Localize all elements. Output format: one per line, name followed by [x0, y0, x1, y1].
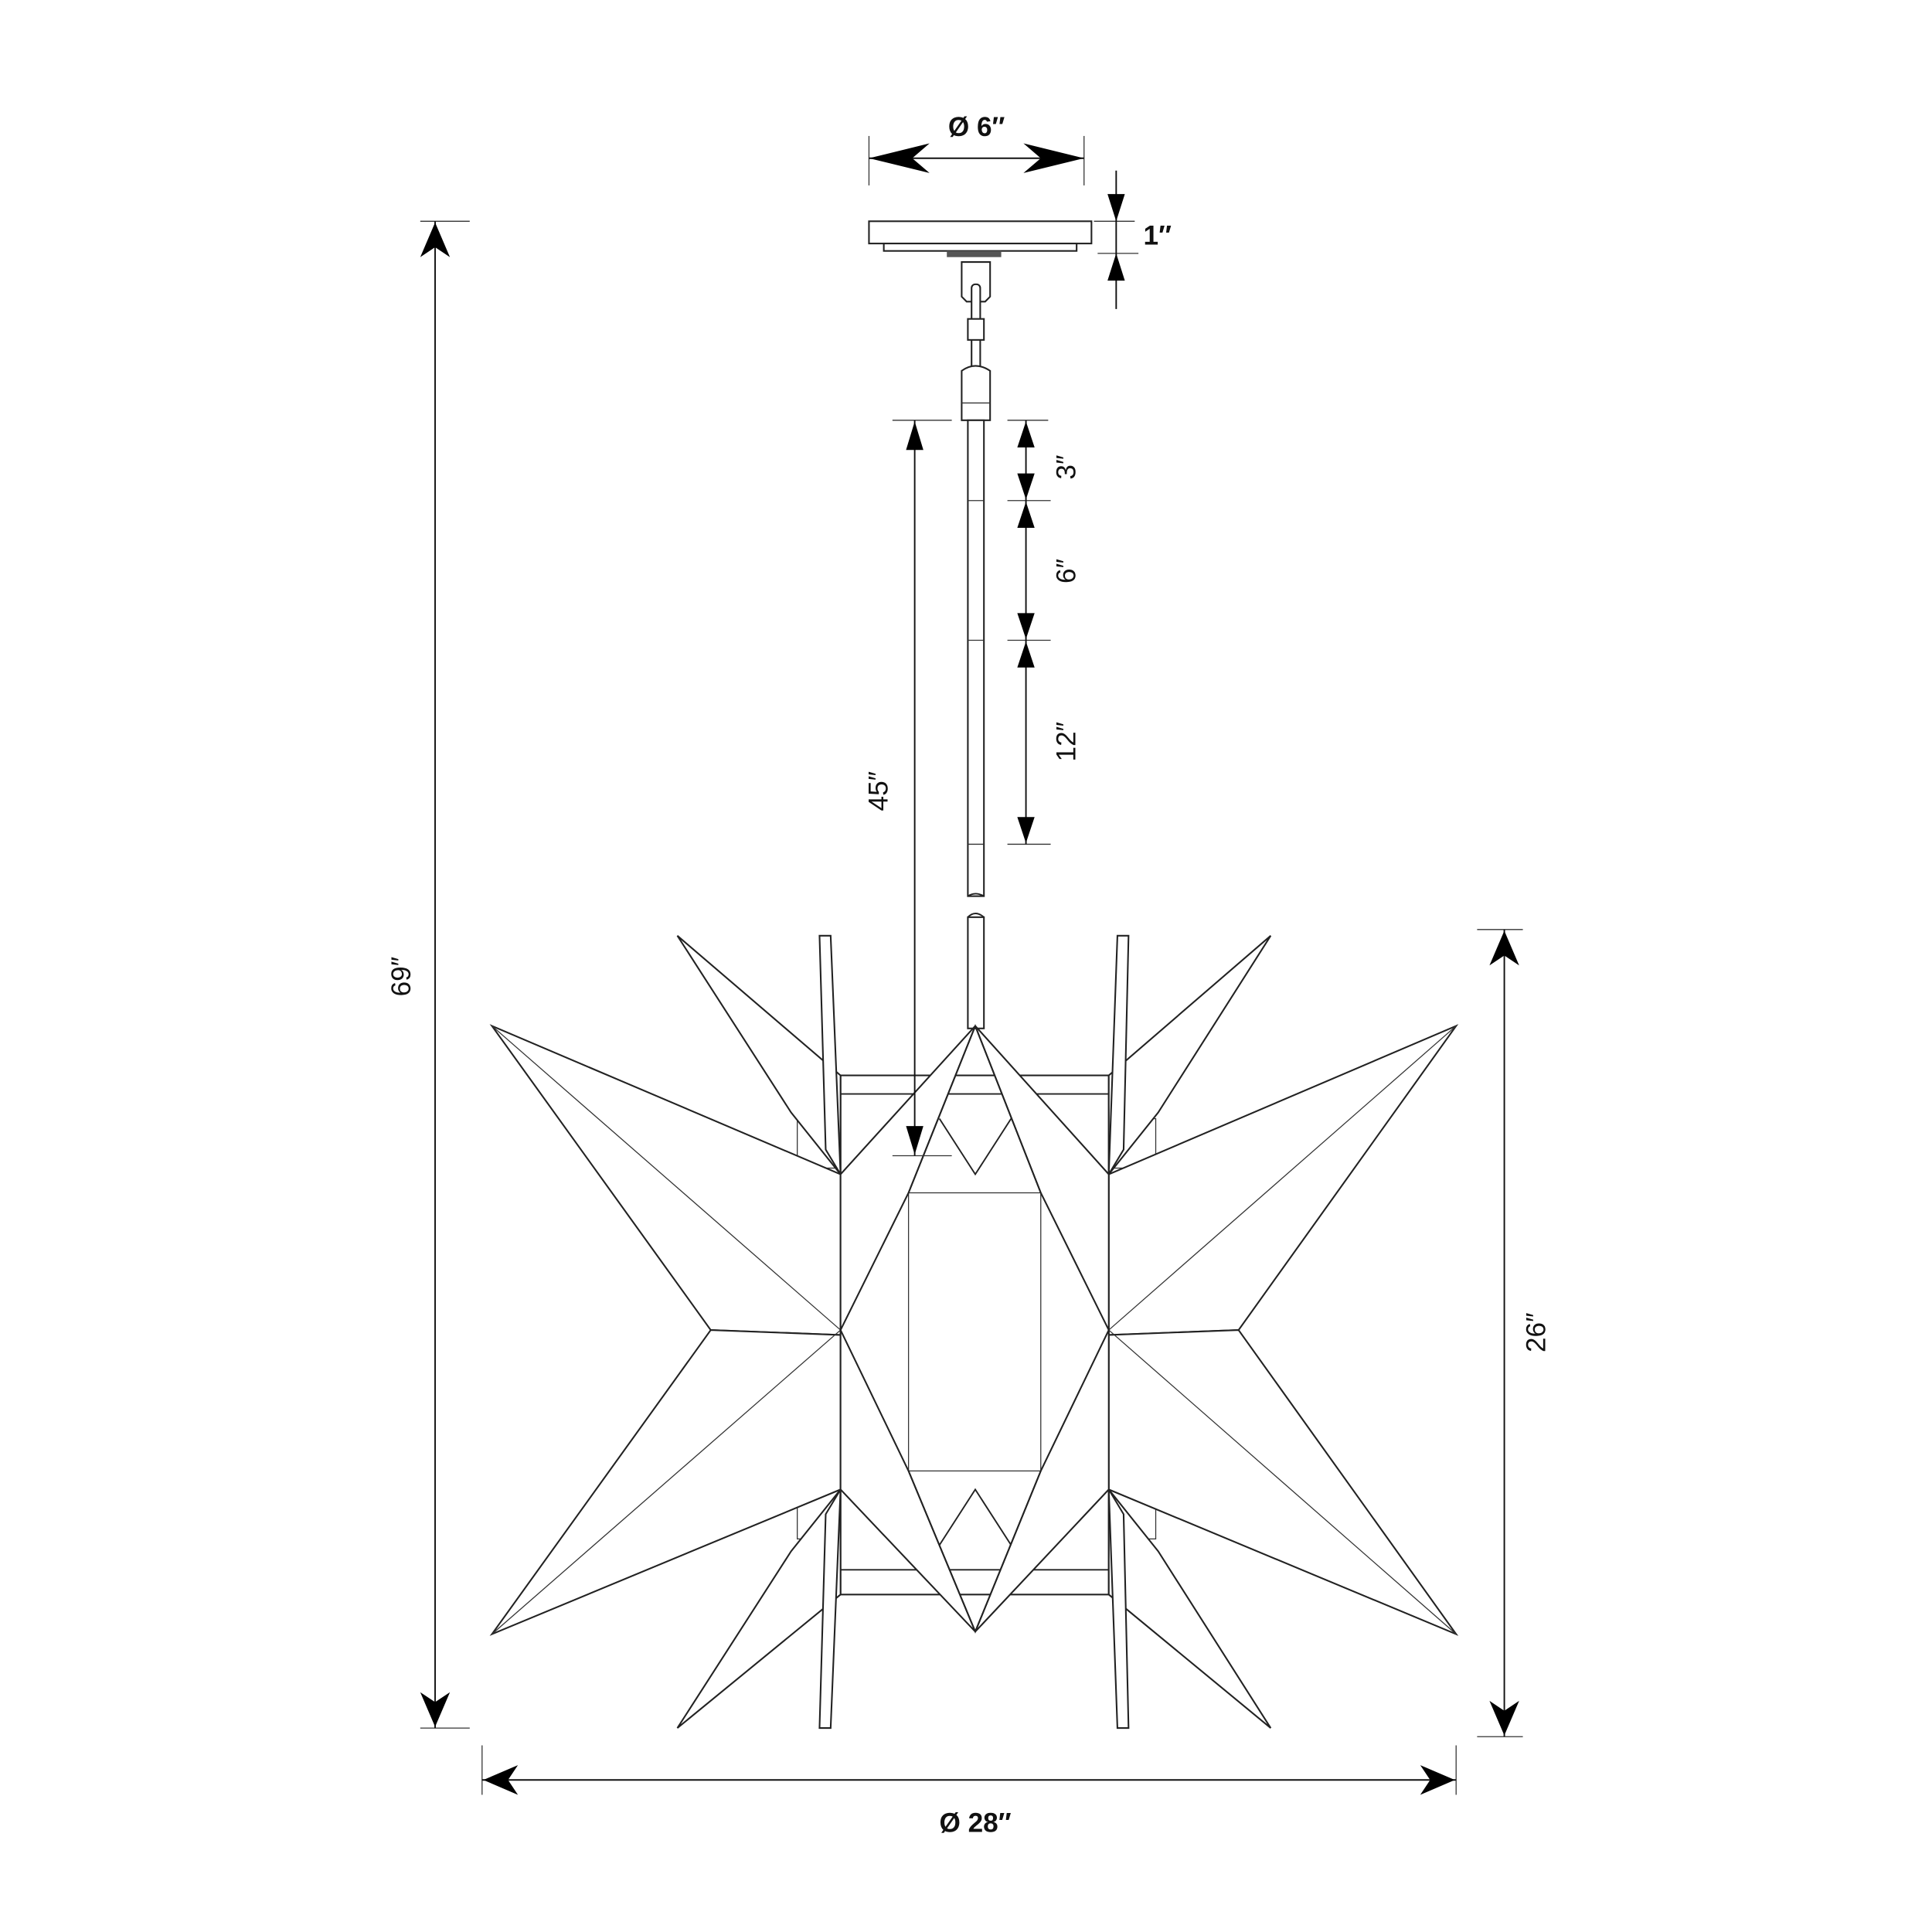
label-stem-3: 3″: [1052, 455, 1082, 480]
dim-stem-segments: 3″ 6″ 12″: [1007, 420, 1082, 845]
dim-fixture-diameter: Ø 28″: [481, 1745, 1457, 1838]
label-overall-height: 69″: [386, 957, 417, 997]
dim-fixture-height: 26″: [1477, 929, 1551, 1737]
label-canopy-diameter: Ø 6″: [948, 112, 1005, 142]
label-fixture-height: 26″: [1521, 1312, 1551, 1352]
dim-stem-total: 45″: [863, 420, 952, 1157]
swivel-coupling: [961, 261, 992, 421]
label-fixture-diameter: Ø 28″: [939, 1808, 1011, 1838]
canopy: [868, 220, 1093, 257]
label-stem-6: 6″: [1052, 559, 1082, 583]
label-stem-12: 12″: [1052, 722, 1082, 762]
dim-overall-height: 69″: [386, 220, 470, 1729]
label-canopy-height: 1″: [1144, 221, 1172, 251]
label-stem-total: 45″: [863, 771, 893, 811]
star-shade: [489, 934, 1459, 1730]
dim-canopy-diameter: Ø 6″: [868, 112, 1085, 185]
dim-canopy-height: 1″: [1094, 170, 1172, 309]
stem: [967, 419, 985, 1029]
